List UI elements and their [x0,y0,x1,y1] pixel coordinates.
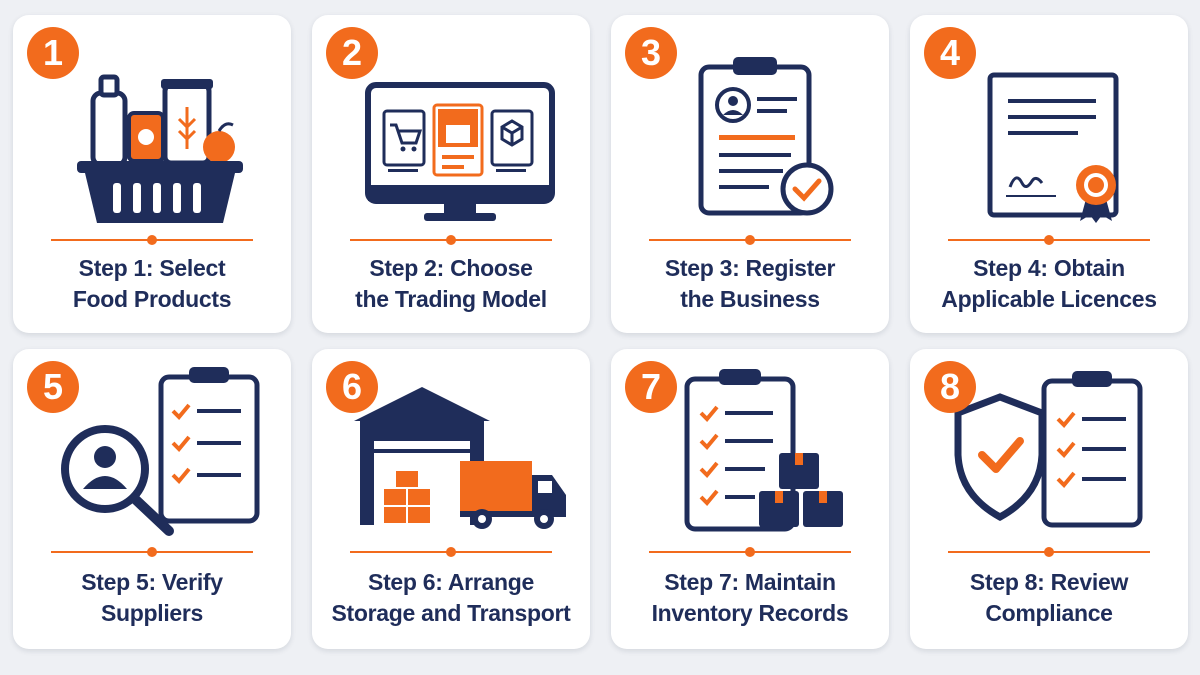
step-card-6: 6 Step 6: Arrange Storage and Transport [312,349,590,649]
licence-certificate-icon [987,72,1119,223]
step-title: Step 8: Review Compliance [910,567,1188,629]
step-title: Step 7: Maintain Inventory Records [611,567,889,629]
food-basket-icon [77,74,243,223]
step-card-5: 5 Step 5: Verify Suppliers [13,349,291,649]
step-title-line2: Storage and Transport [331,600,571,626]
step-number-badge: 7 [625,361,677,413]
step-title-line2: Food Products [72,286,232,312]
step-title: Step 4: Obtain Applicable Licences [910,253,1188,315]
step-card-3: 3 Step 3: Register the Business [611,15,889,333]
step-number-badge: 8 [924,361,976,413]
separator [350,235,552,245]
step-title-line2: Applicable Licences [941,286,1157,312]
step-number-badge: 3 [625,27,677,79]
step-number-badge: 1 [27,27,79,79]
inventory-clipboard-boxes-icon [684,369,843,532]
step-title-line1: Step 1: Select [78,255,226,281]
separator [649,547,851,557]
step-number-badge: 6 [326,361,378,413]
step-title-line1: Step 4: Obtain [973,255,1125,281]
clipboard-registration-icon [698,57,834,216]
step-card-8: 8 Step 8: Review Compliance [910,349,1188,649]
step-title-line1: Step 5: Verify [81,569,223,595]
steps-grid: 1 Step 1: Select Food Products [13,15,1188,649]
separator [350,547,552,557]
step-title-line1: Step 7: Maintain [664,569,836,595]
step-title-line1: Step 2: Choose [369,255,533,281]
step-number-badge: 2 [326,27,378,79]
step-title: Step 6: Arrange Storage and Transport [312,567,590,629]
step-title-line1: Step 6: Arrange [368,569,534,595]
step-title-line1: Step 3: Register [664,255,836,281]
shield-checklist-icon [954,371,1143,528]
step-card-4: 4 Step 4: Obtain Applicable Licences [910,15,1188,333]
step-card-2: 2 Step 2: Choose the Trading Model [312,15,590,333]
separator [948,235,1150,245]
step-title: Step 1: Select Food Products [13,253,291,315]
step-title: Step 5: Verify Suppliers [13,567,291,629]
step-title-line2: Suppliers [100,600,204,626]
step-title-line2: the Business [680,286,820,312]
step-title-line2: Inventory Records [651,600,849,626]
magnifier-checklist-icon [61,367,260,536]
step-number-badge: 5 [27,361,79,413]
separator [51,547,253,557]
step-title-line2: Compliance [985,600,1113,626]
step-title: Step 2: Choose the Trading Model [312,253,590,315]
step-card-1: 1 Step 1: Select Food Products [13,15,291,333]
separator [51,235,253,245]
step-card-7: 7 Step 7: Maintain Inventory Records [611,349,889,649]
warehouse-truck-icon [354,387,566,529]
separator [948,547,1150,557]
separator [649,235,851,245]
step-title-line2: the Trading Model [355,286,547,312]
step-number-badge: 4 [924,27,976,79]
step-title-line1: Step 8: Review [969,569,1129,595]
step-title: Step 3: Register the Business [611,253,889,315]
computer-storefront-icon [365,82,555,221]
